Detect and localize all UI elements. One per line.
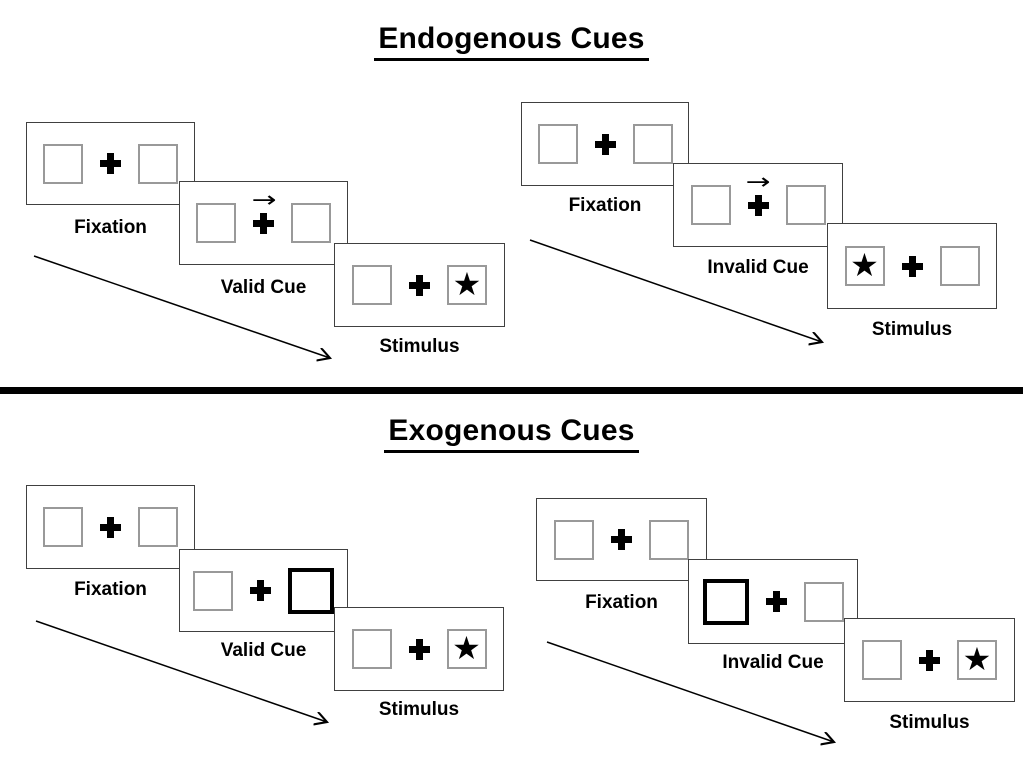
section-title-text: Endogenous Cues: [374, 22, 649, 61]
panel-valid-cue: [179, 549, 348, 632]
panel-stimulus: ★: [844, 618, 1015, 702]
left-box: [43, 143, 83, 184]
panel-label: Stimulus: [379, 336, 460, 357]
panel-label: Fixation: [74, 217, 147, 238]
panel-stimulus: ★: [334, 607, 504, 691]
panel-label: Stimulus: [378, 699, 460, 720]
fixation-cross-icon: [919, 649, 940, 671]
fixation-cross-icon: →: [251, 189, 276, 234]
star-icon: ★: [452, 629, 481, 667]
fixation-cross-icon: →: [746, 171, 770, 216]
panel-label: Fixation: [74, 579, 147, 600]
right-box: [649, 519, 689, 560]
panel-stimulus: ★: [334, 243, 505, 327]
fixation-cross-icon: [901, 255, 923, 277]
panel-label: Stimulus: [889, 712, 970, 733]
cue-arrow-icon: →: [745, 169, 771, 195]
timeline-arrow: [35, 620, 327, 722]
section-title-exogenous: Exogenous Cues: [0, 414, 1023, 453]
right-box: [632, 124, 673, 164]
panel-fixation: [521, 102, 689, 186]
right-box: [291, 203, 331, 243]
left-box: [862, 640, 902, 680]
section-title-endogenous: Endogenous Cues: [0, 22, 1023, 61]
fixation-cross-icon: [594, 133, 616, 155]
panel-label: Valid Cue: [220, 640, 307, 661]
left-box: ★: [844, 246, 885, 286]
panel-label: Fixation: [568, 195, 642, 216]
fixation-cross-icon: [100, 516, 121, 538]
timeline-arrow: [529, 239, 822, 342]
panel-label: Fixation: [585, 592, 658, 613]
panel-fixation: [536, 498, 707, 581]
left-box-highlighted: [702, 578, 749, 625]
cue-arrow-icon: →: [251, 187, 276, 213]
left-box: [193, 570, 233, 611]
right-box: [138, 143, 178, 184]
fixation-cross-icon: [100, 153, 121, 174]
right-box-highlighted: [288, 567, 334, 614]
panel-label: Invalid Cue: [707, 257, 809, 278]
panel-label: Valid Cue: [220, 277, 307, 298]
right-box: [138, 507, 178, 547]
star-icon: ★: [850, 246, 879, 284]
left-box: [554, 519, 594, 560]
fixation-cross-icon: [765, 591, 787, 612]
panel-label: Invalid Cue: [722, 652, 824, 673]
panel-label: Stimulus: [871, 319, 953, 340]
panel-stimulus: ★: [827, 223, 997, 309]
right-box: [939, 246, 980, 286]
left-box: [43, 507, 83, 547]
section-divider: [0, 387, 1023, 394]
left-box: [537, 124, 578, 164]
fixation-cross-icon: [250, 580, 271, 601]
star-icon: ★: [962, 640, 992, 678]
panel-fixation: [26, 122, 195, 205]
left-box: [352, 265, 392, 305]
right-box: ★: [447, 265, 487, 305]
star-icon: ★: [452, 265, 482, 303]
fixation-cross-icon: [611, 529, 632, 550]
fixation-cross-icon: [408, 638, 430, 660]
timeline-arrow: [33, 255, 330, 358]
panel-invalid-cue: [688, 559, 858, 644]
left-box: [690, 185, 731, 225]
left-box: [351, 629, 392, 669]
section-title-text: Exogenous Cues: [384, 414, 639, 453]
right-box: [785, 185, 826, 225]
panel-fixation: [26, 485, 195, 569]
right-box: ★: [957, 640, 997, 680]
panel-valid-cue: →: [179, 181, 348, 265]
left-box: [196, 203, 236, 243]
right-box: [803, 581, 844, 622]
fixation-cross-icon: [409, 274, 430, 296]
right-box: ★: [446, 629, 487, 669]
panel-invalid-cue: →: [673, 163, 843, 247]
